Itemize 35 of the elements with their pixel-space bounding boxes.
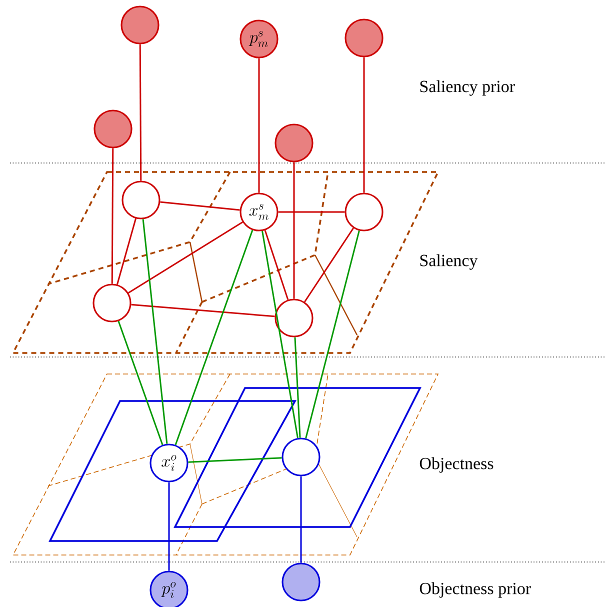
connector-line (111, 148, 114, 284)
connector-line (300, 476, 302, 563)
connector-line (305, 230, 360, 438)
connector-line (118, 320, 164, 446)
prior-circle (282, 562, 320, 602)
connector-line (168, 482, 170, 571)
connector-line (304, 228, 354, 302)
layer-label: Objectness prior (420, 582, 531, 598)
prior-circle (274, 124, 314, 162)
variable-circle (92, 284, 132, 322)
connector-line (293, 162, 295, 299)
connector-line (131, 304, 275, 318)
connector-line (278, 211, 345, 213)
connector-line (264, 230, 289, 300)
connector-line (363, 57, 365, 193)
connector-line (128, 222, 243, 294)
variable-circle (274, 298, 314, 338)
connector-line (294, 337, 301, 438)
layer-label: Objectness (420, 457, 494, 473)
variable-circle (344, 192, 384, 232)
connector-line (139, 44, 142, 181)
connector-line (188, 457, 282, 463)
layer-label: Saliency (420, 254, 478, 270)
connector-line (258, 58, 260, 193)
connector-line (262, 230, 298, 438)
variable-circle (282, 438, 320, 476)
variable-circle (122, 180, 160, 220)
connector-line (142, 219, 168, 444)
layer-label: Saliency prior (420, 80, 515, 96)
connector-line (174, 230, 254, 446)
prior-circle (344, 18, 384, 58)
prior-circle (120, 6, 160, 44)
prior-circle (94, 110, 132, 148)
connector-line (160, 201, 240, 211)
connector-line (116, 218, 136, 285)
